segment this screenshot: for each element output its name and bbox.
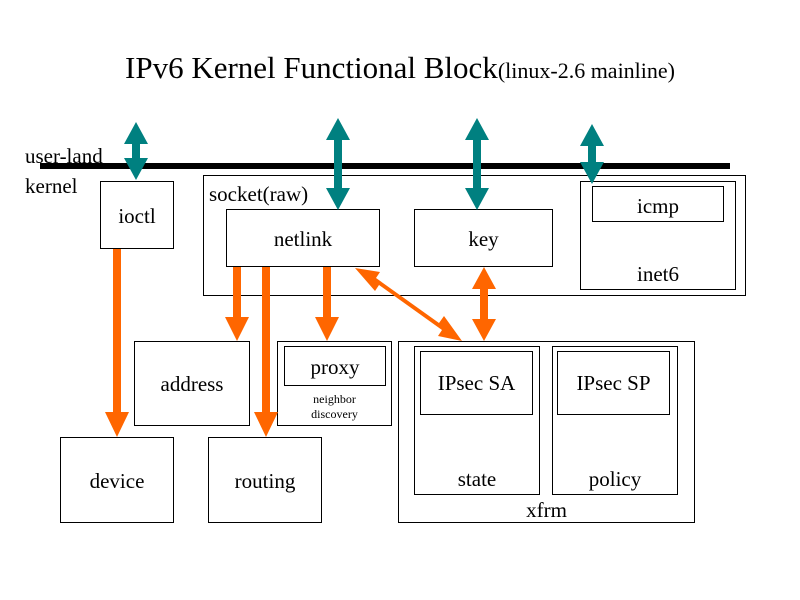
netlink-box xyxy=(226,209,380,267)
netlink-xfrm-arrow xyxy=(355,268,462,341)
ioctl-syscall-arrow xyxy=(124,122,148,180)
netlink-to-address-arrow xyxy=(225,267,249,341)
key-box xyxy=(414,209,553,267)
inet6-label: inet6 xyxy=(637,262,679,286)
proxy-box xyxy=(284,346,386,386)
ipsec-sa-label: IPsec SA xyxy=(437,371,516,395)
proxy-label: proxy xyxy=(310,355,360,379)
ioctl-to-device-arrow xyxy=(105,249,129,437)
netlink-to-routing-arrow xyxy=(254,267,278,437)
orange-arrows xyxy=(105,249,496,437)
policy-label: policy xyxy=(588,467,642,491)
title-sub: (linux-2.6 mainline) xyxy=(497,58,675,83)
icmp-box xyxy=(592,186,724,222)
icmp-syscall-arrow xyxy=(580,124,604,184)
netlink-syscall-arrow xyxy=(326,118,350,210)
ioctl-label: ioctl xyxy=(118,204,156,228)
key-xfrm-arrow xyxy=(472,267,496,341)
title-main: IPv6 Kernel Functional Block xyxy=(125,50,498,85)
teal-arrows xyxy=(124,118,604,210)
key-syscall-arrow xyxy=(465,118,489,210)
diagram-title: IPv6 Kernel Functional Block(linux-2.6 m… xyxy=(0,52,800,83)
xfrm-label: xfrm xyxy=(526,498,567,522)
address-box xyxy=(134,341,250,426)
icmp-label: icmp xyxy=(637,194,679,218)
netlink-label: netlink xyxy=(273,227,333,251)
ioctl-box xyxy=(100,181,174,249)
ipsec-sp-box xyxy=(557,351,670,415)
user-land-label: user-land xyxy=(25,144,103,168)
device-box xyxy=(60,437,174,523)
device-label: device xyxy=(89,469,145,493)
state-label: state xyxy=(457,467,497,491)
ipsec-sp-label: IPsec SP xyxy=(576,371,651,395)
address-label: address xyxy=(160,372,224,396)
ipsec-sa-box xyxy=(420,351,533,415)
routing-box xyxy=(208,437,322,523)
key-label: key xyxy=(468,227,499,251)
kernel-label: kernel xyxy=(25,174,78,198)
socket-raw-label: socket(raw) xyxy=(209,182,309,206)
neighbor-discovery-label: neighbor discovery xyxy=(311,392,358,421)
netlink-to-proxy-arrow xyxy=(315,267,339,341)
routing-label: routing xyxy=(234,469,296,493)
